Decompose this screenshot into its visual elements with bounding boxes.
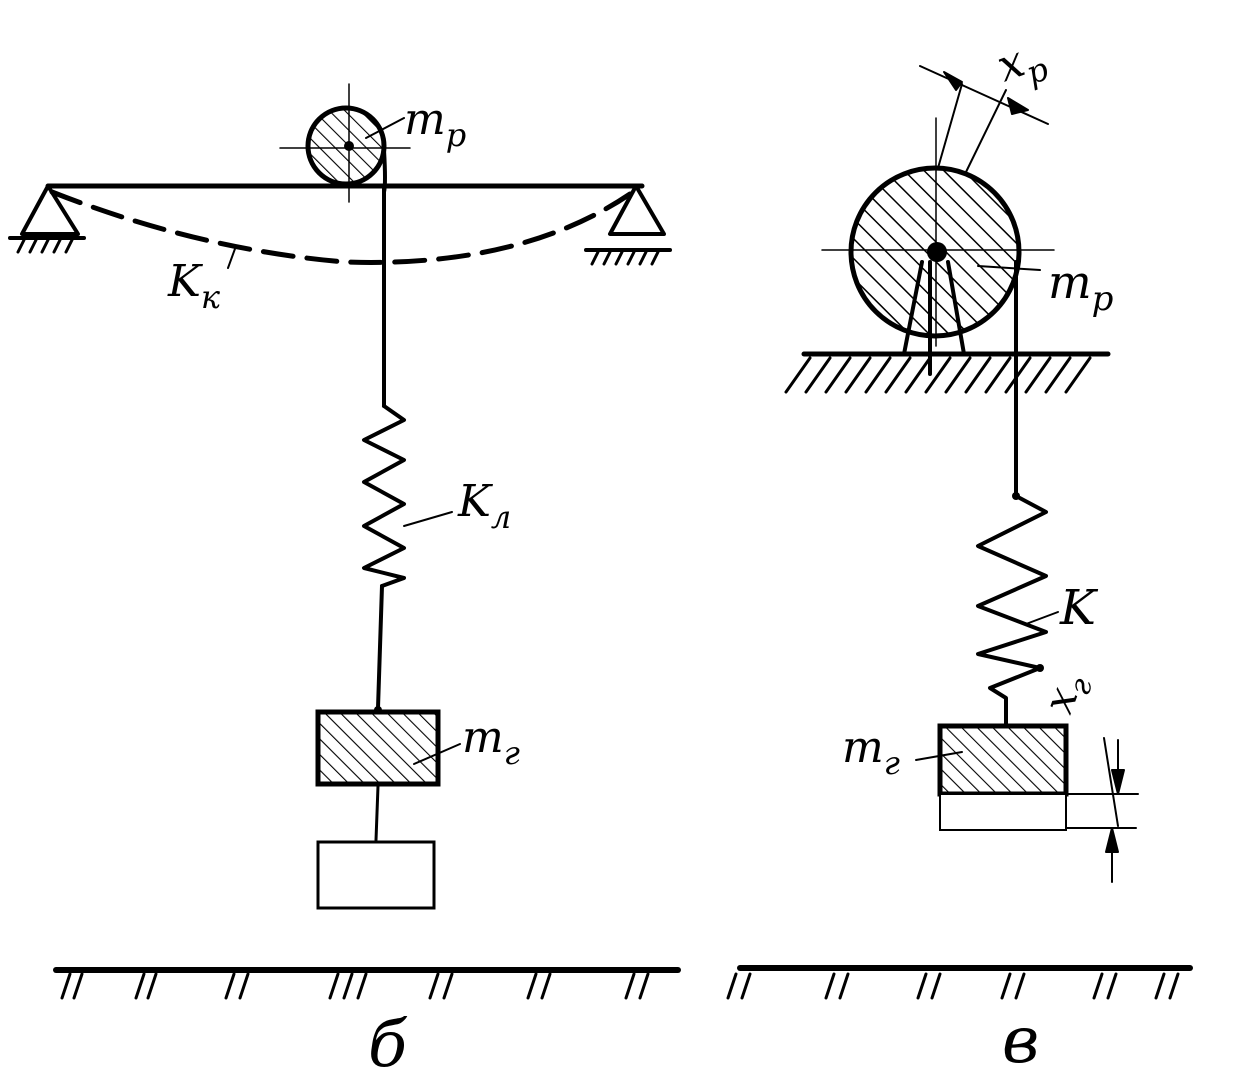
rope-stiffness-sub: л: [491, 498, 511, 536]
load-reference-frame: [939, 793, 1067, 831]
rope-spring: [362, 404, 406, 588]
beam-stiffness-sub: к: [201, 278, 221, 316]
rotor-mass-label-v: m: [1048, 255, 1092, 309]
rope-lower: [376, 584, 384, 710]
diagram-v: xр mр K mг xг в: [726, 29, 1193, 1078]
stiffness-label-v: K: [1059, 580, 1099, 636]
beam-stiffness-label: K: [167, 256, 203, 307]
load-mass-sub-v: г: [884, 744, 900, 782]
base-platform: [784, 351, 1111, 394]
rotor-drum-b: [279, 83, 411, 203]
rotor-mass-sub-b: р: [446, 116, 466, 154]
svg-text:xр: xр: [990, 29, 1053, 101]
rotor-drum-v: [821, 117, 1055, 347]
svg-text:mг: mг: [462, 712, 520, 772]
caption-b: б: [368, 1008, 408, 1082]
svg-text:mг: mг: [842, 722, 900, 782]
left-support: [8, 184, 86, 254]
load-mass-sub-b: г: [504, 734, 520, 772]
rotor-disp-sub: р: [1021, 50, 1053, 93]
load-mass-label-b: m: [462, 712, 504, 763]
load-displacement-dimension: [1065, 737, 1139, 883]
diagram-b: mр Kк Kл mг б: [8, 83, 681, 1082]
rotor-displacement-dimension: [919, 65, 1049, 173]
caption-v: в: [1002, 1004, 1039, 1078]
rotor-mass-sub-v: р: [1092, 279, 1114, 319]
rotor-mass-label-b: m: [404, 94, 446, 145]
ground-v: [726, 965, 1193, 1000]
svg-text:mр: mр: [1048, 255, 1113, 319]
rope-stiffness-label: K: [457, 476, 493, 527]
svg-text:xг: xг: [1033, 666, 1100, 722]
spring-v: [976, 494, 1048, 670]
load-mass-v: [937, 723, 1069, 797]
right-support: [584, 184, 672, 266]
svg-text:Kк: Kк: [167, 256, 221, 316]
ground-b: [53, 967, 681, 1000]
beam-deflection-curve: [49, 189, 633, 265]
svg-text:mр: mр: [404, 94, 466, 154]
load-mass-label-v: m: [842, 722, 884, 773]
svg-text:Kл: Kл: [457, 476, 511, 536]
load-mass-b: [315, 709, 441, 787]
load-container-b: [316, 840, 436, 910]
